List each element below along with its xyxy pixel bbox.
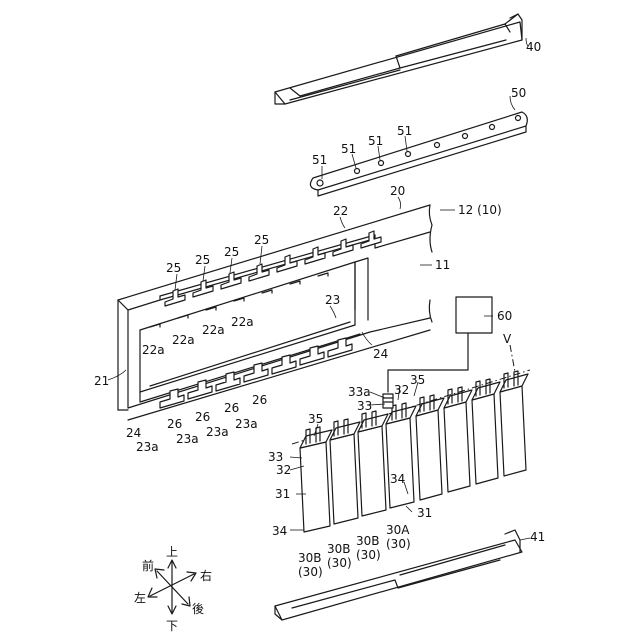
label-left-pin: 32 [276, 463, 291, 477]
label-lower-member: 23 [325, 293, 340, 307]
label-card-30b-2-sub: (30) [327, 556, 352, 570]
card [300, 427, 332, 532]
label-upper-member: 22 [333, 204, 348, 218]
direction-compass [148, 560, 196, 614]
label-front-member: 24 [126, 426, 141, 440]
label-plate-hole-3: 51 [368, 134, 383, 148]
label-left-ridge: 35 [308, 412, 323, 426]
label-bottom-pin-left: 34 [272, 524, 287, 538]
label-controller: 60 [497, 309, 512, 323]
label-frame: 20 [390, 184, 405, 198]
label-hook-1: 25 [166, 261, 181, 275]
label-box: 11 [435, 258, 450, 272]
label-cap: 33 [357, 399, 372, 413]
label-lower-slot-1: 23a [136, 440, 159, 454]
label-card-30b-1: 30B [298, 551, 322, 565]
label-card-30a: 30A [386, 523, 410, 537]
label-cap-sensor: 33a [348, 385, 371, 399]
compass-up: 上 [166, 545, 178, 559]
card [444, 387, 472, 492]
label-assembly: 12 (10) [458, 203, 502, 217]
label-lower-block-3: 26 [224, 401, 239, 415]
label-card-30b-2: 30B [327, 542, 351, 556]
card [416, 395, 444, 500]
label-hook-3: 25 [224, 245, 239, 259]
label-bottom-rail: 41 [530, 530, 545, 544]
label-plate: 50 [511, 86, 526, 100]
label-card-30b-3-sub: (30) [356, 548, 381, 562]
controller-box [388, 297, 492, 392]
label-plate-hole-1: 51 [312, 153, 327, 167]
compass-rear: 後 [192, 602, 204, 616]
compass-right: 右 [200, 568, 212, 583]
top-rail [275, 14, 522, 104]
label-inner-member: 24 [373, 347, 388, 361]
label-blade: 31 [417, 506, 432, 520]
card [330, 419, 360, 524]
label-lower-slot-2: 23a [176, 432, 199, 446]
label-ridge: 35 [410, 373, 425, 387]
label-hook-4: 25 [254, 233, 269, 247]
label-lower-slot-4: 23a [235, 417, 258, 431]
label-lower-block-4: 26 [252, 393, 267, 407]
compass-down: 下 [166, 619, 178, 633]
axis-v-leader [510, 345, 515, 372]
card [358, 411, 388, 516]
label-hook-2: 25 [195, 253, 210, 267]
frame [118, 205, 432, 420]
label-upper-slot-3: 22a [202, 323, 225, 337]
card-30a [383, 394, 416, 508]
label-left-cap: 33 [268, 450, 283, 464]
label-left-blade: 31 [275, 487, 290, 501]
label-lower-block-2: 26 [195, 410, 210, 424]
compass-left: 左 [134, 590, 146, 605]
label-card-30b-1-sub: (30) [298, 565, 323, 579]
compass-front: 前 [142, 558, 154, 573]
label-card-30b-3: 30B [356, 534, 380, 548]
label-upper-slot-1: 22a [142, 343, 165, 357]
label-side-wall: 21 [94, 374, 109, 388]
card [500, 371, 528, 476]
label-plate-hole-2: 51 [341, 142, 356, 156]
card [472, 379, 500, 484]
label-card-30a-sub: (30) [386, 537, 411, 551]
label-upper-slot-2: 22a [172, 333, 195, 347]
label-plate-hole-4: 51 [397, 124, 412, 138]
label-lower-block-1: 26 [167, 417, 182, 431]
label-upper-slot-4: 22a [231, 315, 254, 329]
label-lower-slot-3: 23a [206, 425, 229, 439]
label-bottom-pin-mid: 34 [390, 472, 405, 486]
label-pin: 32 [394, 383, 409, 397]
label-top-rail: 40 [526, 40, 541, 54]
label-axis: V [503, 332, 512, 346]
